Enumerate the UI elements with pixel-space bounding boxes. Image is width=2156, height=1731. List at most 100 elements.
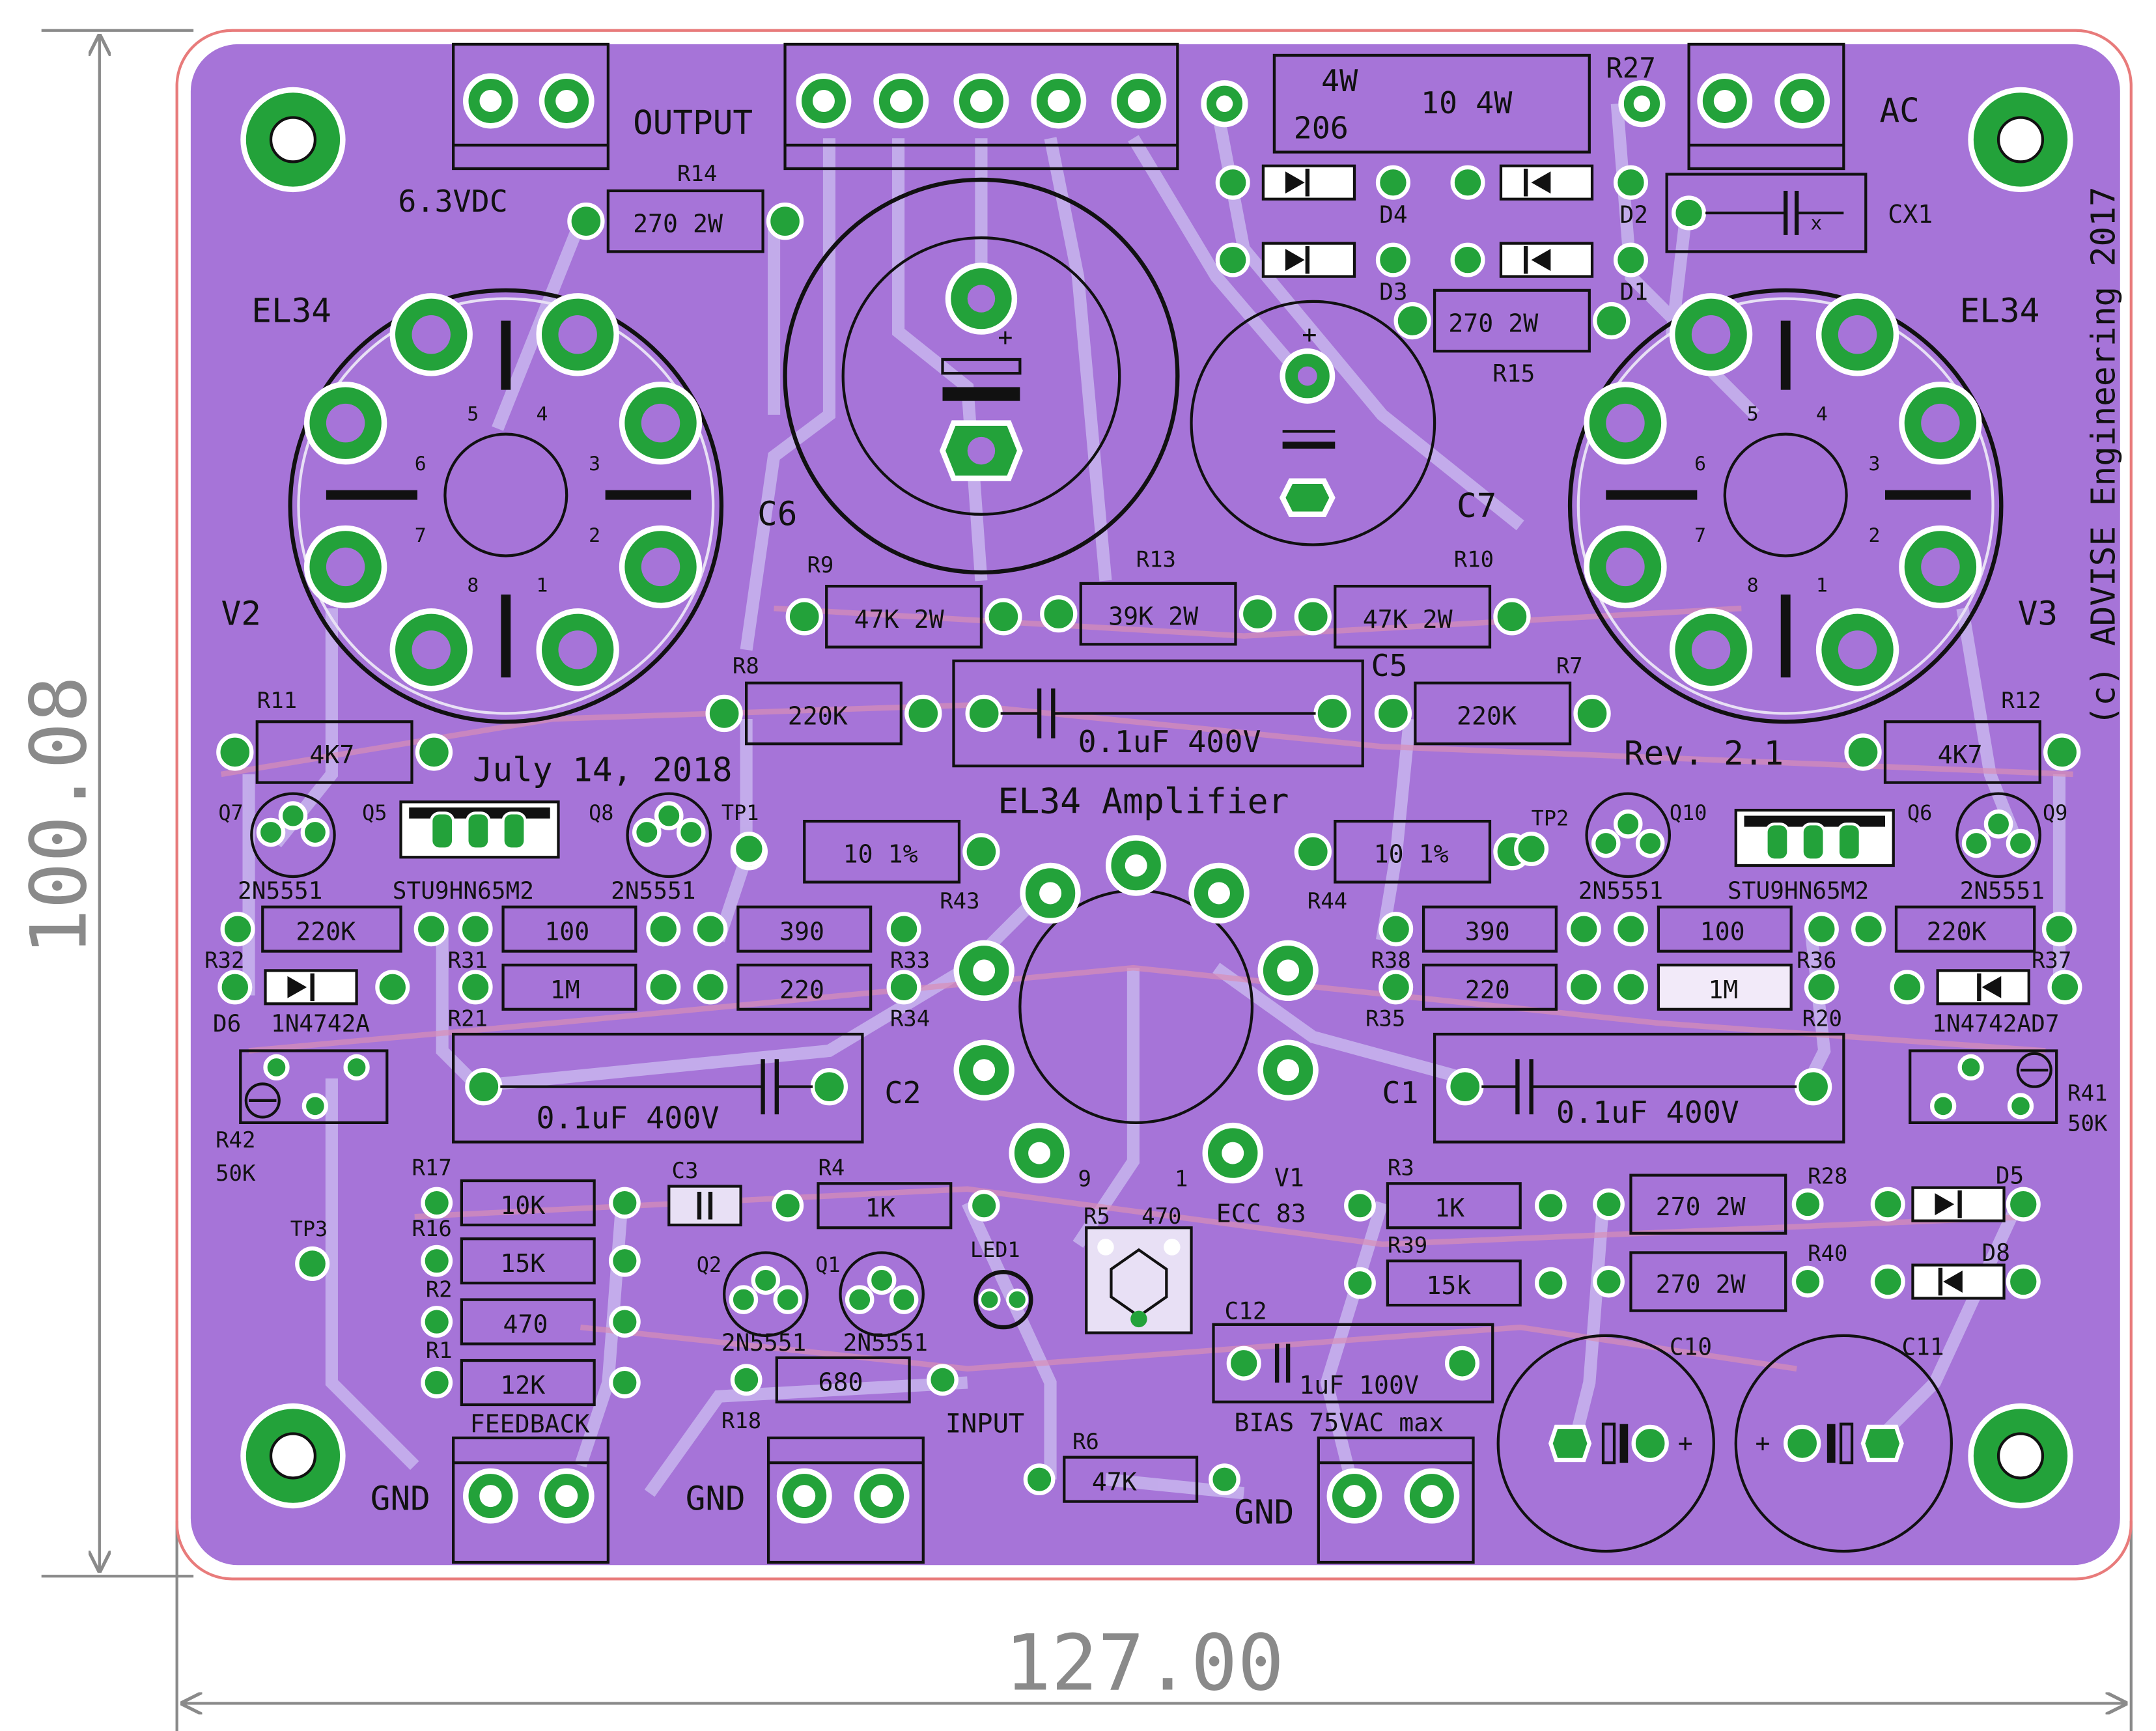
r12-value: 4K7 (1938, 741, 1983, 770)
test-points (295, 831, 1549, 1281)
v2-pin-2: 2 (589, 524, 600, 547)
resistor-r15: 270 2W (1393, 288, 1631, 353)
r9-value: 47K 2W (854, 606, 944, 634)
r9-label: R9 (807, 552, 834, 578)
q1-part-label: 2N5551 (843, 1329, 928, 1357)
r31-label: R31 (448, 948, 488, 974)
mosfet-q5 (399, 800, 560, 859)
q8-part-label: 2N5551 (611, 877, 695, 905)
terminal-output (783, 42, 1179, 171)
r32-label: R32 (204, 948, 244, 974)
diode-d1 (1450, 242, 1649, 278)
resistor-r4: 1K (772, 1182, 1000, 1230)
r36-value: 100 (1700, 918, 1745, 947)
gnd-label-3: GND (1234, 1494, 1294, 1532)
tube-socket-v3: 1 2 3 4 5 6 7 8 (1567, 288, 2004, 724)
copyright-label: (c) ADVISE Engineering 2017 (2084, 186, 2123, 725)
ac-connector-label: AC (1880, 92, 1920, 130)
r5-label: R5 (1084, 1203, 1110, 1230)
resistor-r2: 470 (421, 1298, 641, 1345)
c3-label: C3 (672, 1158, 699, 1184)
r10-value: 47K 2W (1363, 606, 1453, 634)
v1-pin1-label: 1 (1175, 1166, 1188, 1192)
resistor-r44: 10 1% (1294, 819, 1531, 884)
trimmer-r42 (239, 1049, 389, 1125)
resistor-r18: 680 (730, 1356, 959, 1403)
v3-pin-4: 4 (1816, 402, 1828, 425)
resistor-r32: 220K (220, 905, 449, 953)
v3-pins (1584, 293, 1982, 692)
q1-label: Q1 (815, 1252, 840, 1277)
r6-label: R6 (1072, 1429, 1099, 1455)
q5-part-label: STU9HN65M2 (393, 877, 534, 905)
r41-value-label: 50K (2067, 1111, 2108, 1137)
board-title: EL34 Amplifier (998, 781, 1289, 821)
v2-pins (303, 293, 703, 692)
c7-plus: + (1302, 321, 1317, 350)
r3-label: R3 (1388, 1155, 1414, 1181)
r1-value: 12K (500, 1372, 545, 1400)
output-connector-label: OUTPUT (633, 104, 753, 143)
r10-label: R10 (1454, 546, 1494, 572)
r4-label: R4 (818, 1155, 845, 1181)
tube-socket-v1 (953, 835, 1319, 1184)
resistor-r40: 270 2W (1593, 1251, 1824, 1312)
r40-value: 270 2W (1656, 1271, 1746, 1299)
tp3-label: TP3 (290, 1217, 328, 1241)
r37-value: 220K (1927, 918, 1987, 947)
transistor-q9 (1955, 792, 2041, 879)
diodes (217, 164, 2082, 1300)
v2-ref-label: V2 (221, 595, 261, 634)
r5-value-label: 470 (1141, 1203, 1181, 1230)
v1-pin9-label: 9 (1078, 1166, 1091, 1192)
r33-label: R33 (890, 948, 930, 974)
diode-d2 (1450, 164, 1649, 201)
diode-d8 (1870, 1263, 2041, 1300)
v2-pin-5: 5 (467, 402, 479, 425)
board-outline (175, 29, 2133, 1581)
capacitor-c10: + (1496, 1334, 1715, 1553)
r13-label: R13 (1136, 546, 1176, 572)
transistor-q8 (626, 792, 712, 879)
r35-label: R35 (1365, 1006, 1405, 1032)
terminal-bias (1317, 1436, 1475, 1564)
mounting-holes (240, 87, 2073, 1509)
c1-label: C1 (1382, 1076, 1418, 1111)
v2-pin-1: 1 (537, 574, 548, 597)
trimmer-r41 (1909, 1049, 2058, 1125)
r38-label: R38 (1371, 948, 1410, 974)
r28-value: 270 2W (1656, 1193, 1746, 1222)
v3-pin-2: 2 (1869, 524, 1881, 547)
resistor-r31: 100 (458, 905, 681, 953)
c6-plus: + (998, 324, 1013, 352)
c6-label: C6 (757, 496, 797, 534)
resistor-r34: 220 (693, 963, 921, 1011)
r16-label: R16 (412, 1216, 451, 1242)
transistor-q10 (1585, 792, 1672, 879)
cx1-label: CX1 (1888, 201, 1933, 229)
c12-value: 1uF 100V (1299, 1372, 1419, 1400)
transistor-q2 (723, 1251, 809, 1337)
r27-label: R27 (1606, 53, 1656, 85)
v2-type-label: EL34 (251, 292, 331, 331)
diode-d4 (1215, 164, 1410, 201)
axial-resistors: 270 2W 270 2W 47K 2W 39K 2W 47K 2W 220K … (216, 189, 2081, 1503)
r21-value: 1M (550, 976, 580, 1005)
r20-value: 1M (1708, 976, 1738, 1005)
capacitor-c6: + (783, 177, 1180, 575)
resistor-r20: 1M (1613, 963, 1839, 1011)
r37-label: R37 (2032, 948, 2071, 974)
gnd-label-1: GND (371, 1480, 430, 1518)
r34-label: R34 (890, 1006, 930, 1032)
r33-value: 390 (779, 918, 824, 947)
r43-value: 10 1% (843, 841, 918, 869)
c5-label: C5 (1371, 649, 1407, 684)
r11-label: R11 (257, 688, 297, 714)
c11-plus: + (1755, 1429, 1770, 1458)
v1-ref-label: V1 (1274, 1164, 1304, 1193)
r12-label: R12 (2001, 688, 2041, 714)
capacitor-c2: 0.1uF 400V (452, 1032, 864, 1144)
terminal-ac (1687, 42, 1845, 171)
v3-pin-6: 6 (1694, 453, 1706, 475)
